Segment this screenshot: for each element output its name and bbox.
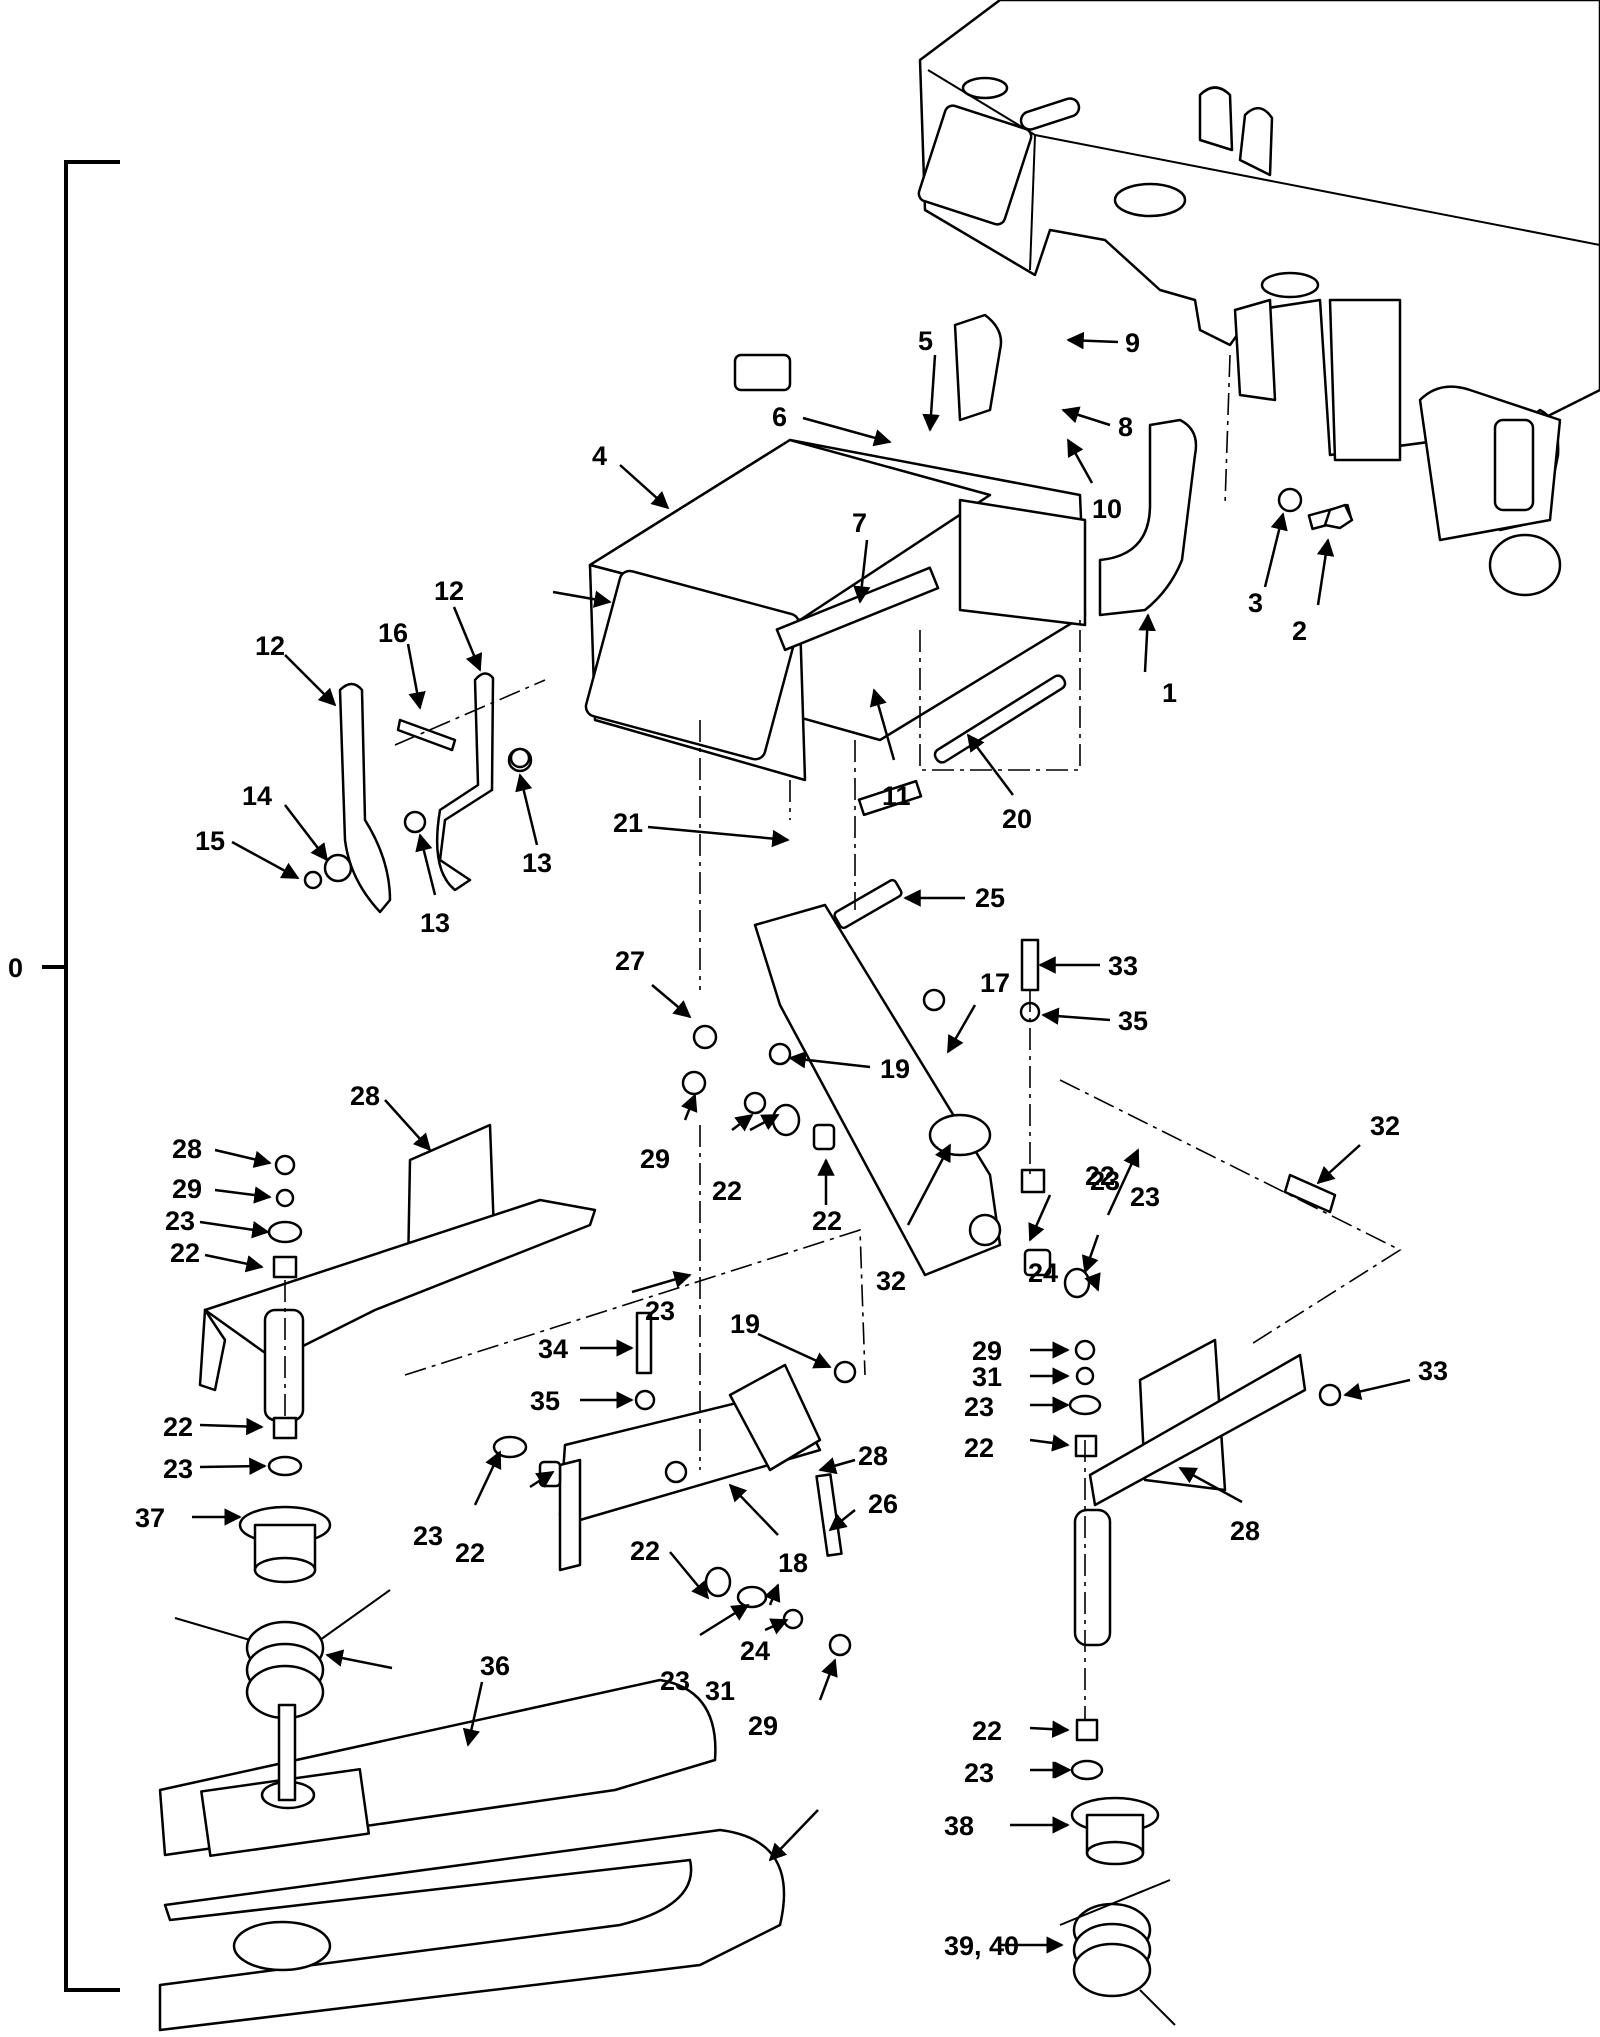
mount-plate-17	[753, 903, 1046, 1277]
callout-label: 29	[748, 1711, 778, 1741]
callout-label: 16	[378, 618, 408, 648]
callout-label: 29	[640, 1144, 670, 1174]
callout-label: 15	[195, 826, 225, 856]
callout-label: 22	[455, 1538, 485, 1568]
main-housing	[584, 353, 1087, 782]
callout-label: 2	[1292, 616, 1307, 646]
callout-label: 13	[522, 848, 552, 878]
spring-37	[174, 1589, 391, 1720]
callout-label: 23	[645, 1296, 675, 1326]
brush-drive-34	[158, 1678, 717, 1858]
spring-36	[1059, 1879, 1176, 2026]
arm-assembly-27	[198, 1123, 597, 1422]
callout-label: 28	[350, 1081, 380, 1111]
callout-label: 23	[1090, 1166, 1120, 1196]
callout-label: 23	[964, 1392, 994, 1422]
callout-label: 4	[592, 441, 607, 471]
callout-label: 24	[740, 1636, 770, 1666]
callout-label: 28	[172, 1134, 202, 1164]
callout-label: 20	[1002, 804, 1032, 834]
callouts: 1 2 3 4 5 6 7 8 9 10 11 12 12 13 13 14 1	[135, 326, 1448, 1961]
callout-label: 19	[880, 1054, 910, 1084]
brush-39-40	[158, 1828, 786, 2032]
callout-label: 32	[1370, 1111, 1400, 1141]
callout-label: 19	[730, 1309, 760, 1339]
callout-label: 12	[255, 631, 285, 661]
callout-label: 9	[1125, 328, 1140, 358]
callout-label: 22	[712, 1176, 742, 1206]
callout-label: 22	[972, 1716, 1002, 1746]
bracket-label: 0	[8, 953, 23, 983]
machine-frame	[917, 0, 1600, 597]
callout-label: 24	[1028, 1258, 1058, 1288]
callout-label: 23	[413, 1521, 443, 1551]
callout-label: 29	[172, 1174, 202, 1204]
hinge-5	[733, 353, 792, 392]
callout-label: 21	[613, 808, 643, 838]
callout-label: 12	[434, 576, 464, 606]
callout-label: 23	[163, 1454, 193, 1484]
callout-label: 5	[918, 326, 933, 356]
callout-label: 38	[944, 1811, 974, 1841]
alignment-lines	[284, 354, 1402, 1720]
callout-label: 23	[964, 1758, 994, 1788]
callout-label: 31	[972, 1362, 1002, 1392]
callout-label: 34	[538, 1334, 568, 1364]
callout-label: 31	[705, 1676, 735, 1706]
spring-plate-left	[303, 682, 392, 914]
callout-label: 22	[630, 1536, 660, 1566]
mount-35-left	[238, 1505, 332, 1584]
callout-label: 29	[972, 1336, 1002, 1366]
callout-label: 22	[163, 1412, 193, 1442]
spring-16	[396, 718, 457, 752]
callout-label: 13	[420, 908, 450, 938]
mount-35-right	[1070, 1796, 1160, 1866]
callout-label: 11	[882, 781, 911, 811]
callout-label: 28	[1230, 1516, 1260, 1546]
callout-label: 39, 40	[944, 1931, 1019, 1961]
washer-3	[1277, 487, 1303, 513]
callout-label: 35	[1118, 1006, 1148, 1036]
callout-label: 33	[1418, 1356, 1448, 1386]
spring-30	[1283, 1173, 1337, 1214]
callout-label: 36	[480, 1651, 510, 1681]
callout-label: 33	[1108, 951, 1138, 981]
callout-label: 8	[1118, 412, 1133, 442]
support-bracket	[953, 313, 1198, 617]
callout-label: 22	[1085, 1161, 1115, 1191]
callout-label: 18	[778, 1548, 808, 1578]
callout-label: 7	[852, 508, 867, 538]
callout-label: 3	[1248, 588, 1263, 618]
arm-assembly-26	[1073, 1338, 1307, 1647]
callout-label: 22	[964, 1433, 994, 1463]
callout-label: 35	[530, 1386, 560, 1416]
callout-label: 23	[660, 1666, 690, 1696]
callout-label: 37	[135, 1503, 165, 1533]
callout-label: 32	[876, 1266, 906, 1296]
callout-label: 6	[772, 402, 787, 432]
callout-label: 22	[812, 1206, 842, 1236]
group-bracket: 0	[8, 160, 120, 1992]
mount-plate-18	[558, 1363, 822, 1572]
callout-label: 17	[980, 968, 1010, 998]
callout-label: 23	[165, 1206, 195, 1236]
callout-label: 1	[1162, 678, 1177, 708]
callout-label: 23	[1130, 1182, 1160, 1212]
callout-label: 14	[242, 781, 272, 811]
callout-label: 27	[615, 946, 645, 976]
callout-label: 10	[1092, 494, 1122, 524]
callout-label: 25	[975, 883, 1005, 913]
callout-label: 26	[868, 1489, 898, 1519]
callout-label: 22	[170, 1238, 200, 1268]
hardware-stack	[267, 747, 1342, 1781]
spring-plate-right	[403, 672, 533, 892]
callout-label: 28	[858, 1441, 888, 1471]
bolt-2	[1307, 503, 1354, 531]
